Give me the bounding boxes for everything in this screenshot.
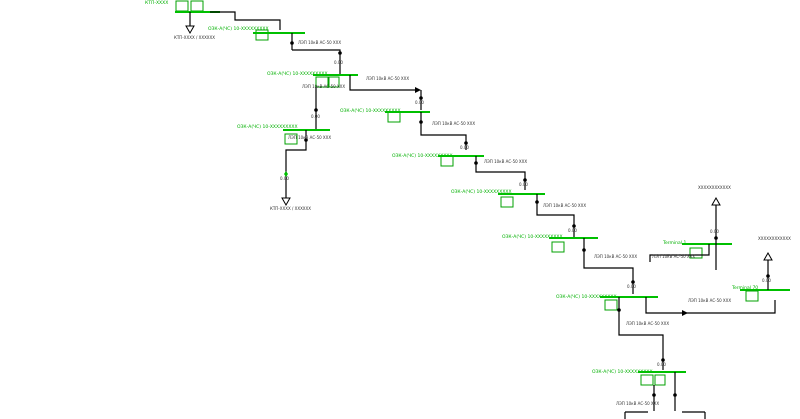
load-arrow-icon bbox=[711, 196, 721, 206]
load-label: ХХХХХХХХХХХХ bbox=[698, 185, 731, 190]
line-label: ЛЭП 10кВ АС-50 ХХХ bbox=[298, 40, 341, 45]
bus-label: ОЗК-А(ЧС) 10-ХХХХХХХХХ bbox=[556, 294, 617, 300]
source-label: КТП-ХХХХ / ХХХХХХ bbox=[174, 35, 215, 40]
transformer-box[interactable] bbox=[689, 247, 703, 259]
line-label: ЛЭП 10кВ АС-50 ХХХ bbox=[366, 76, 409, 81]
breaker-node[interactable] bbox=[338, 51, 342, 55]
node-marker-icon bbox=[284, 171, 288, 177]
source-arrow-icon bbox=[185, 25, 195, 35]
feeder-line bbox=[618, 297, 664, 370]
transformer-box[interactable] bbox=[551, 241, 565, 253]
transformer-box[interactable] bbox=[640, 374, 654, 386]
load-arrow-icon bbox=[281, 197, 291, 207]
breaker-node[interactable] bbox=[290, 41, 294, 45]
breaker-node[interactable] bbox=[673, 393, 677, 397]
transformer-box[interactable] bbox=[190, 0, 204, 12]
value-readout: 0.00 bbox=[311, 114, 320, 119]
line-label: ЛЭП 10кВ АС-50 ХХХ bbox=[288, 135, 331, 140]
transformer-box[interactable] bbox=[440, 155, 454, 167]
line-label: ЛЭП 10кВ АС-50 ХХХ bbox=[626, 321, 669, 326]
value-readout: 0.00 bbox=[568, 228, 577, 233]
value-readout: 0.00 bbox=[519, 182, 528, 187]
value-readout: 0.00 bbox=[627, 284, 636, 289]
bus-label: ОЗК-А(ЧС) 10-ХХХХХХХХХ bbox=[237, 124, 298, 130]
bus-label: ОЗК-А(ЧС) 10-ХХХХХХХХХ bbox=[267, 71, 328, 77]
feeder-line bbox=[583, 238, 634, 294]
breaker-node[interactable] bbox=[661, 358, 665, 362]
line-label: ЛЭП 10кВ АС-50 ХХХ bbox=[616, 401, 659, 406]
bus-label: ОЗК-А(ЧС) 10-ХХХХХХХХХ bbox=[392, 153, 453, 159]
value-readout: 0.00 bbox=[762, 278, 771, 283]
line-label: ЛЭП 10кВ АС-50 ХХХ bbox=[594, 254, 637, 259]
breaker-node[interactable] bbox=[535, 200, 539, 204]
terminal-label: Terminal 70 bbox=[731, 285, 758, 291]
transformer-box[interactable] bbox=[500, 196, 514, 208]
breaker-node[interactable] bbox=[419, 120, 423, 124]
feeder-line bbox=[210, 11, 281, 30]
transformer-box[interactable] bbox=[328, 76, 340, 88]
breaker-node[interactable] bbox=[582, 248, 586, 252]
arrow-icon bbox=[415, 87, 421, 93]
transformer-box[interactable] bbox=[284, 133, 298, 145]
breaker-node[interactable] bbox=[314, 108, 318, 112]
load-arrow-icon bbox=[763, 251, 773, 261]
breaker-node[interactable] bbox=[474, 161, 478, 165]
line-label: ЛЭП 10кВ АС-50 ХХХ bbox=[543, 203, 586, 208]
bus-label: ОЗК-А(ЧС) 10-ХХХХХХХХХ bbox=[208, 26, 269, 32]
transformer-box[interactable] bbox=[604, 299, 618, 311]
breaker-node[interactable] bbox=[617, 308, 621, 312]
value-readout: 0.00 bbox=[415, 100, 424, 105]
bus-label: ОЗК-А(ЧС) 10-ХХХХХХХХХ bbox=[340, 108, 401, 114]
breaker-node[interactable] bbox=[766, 274, 770, 278]
terminal-label: Terminal 1 bbox=[662, 240, 686, 246]
feeder-line bbox=[349, 75, 415, 91]
breaker-node[interactable] bbox=[652, 393, 656, 397]
value-readout: 0.00 bbox=[710, 229, 719, 234]
load-label: ХХХХХХХХХХХХ bbox=[758, 236, 791, 241]
breaker-node[interactable] bbox=[572, 224, 576, 228]
breaker-node[interactable] bbox=[523, 178, 527, 182]
bus-label: ОЗК-А(ЧС) 10-ХХХХХХХХХ bbox=[502, 234, 563, 240]
line-label: ЛЭП 10кВ АС-50 ХХХ bbox=[484, 159, 527, 164]
feeder-line bbox=[292, 49, 341, 60]
breaker-node[interactable] bbox=[631, 280, 635, 284]
transformer-box[interactable] bbox=[175, 0, 189, 12]
bus-label: ОЗК-А(ЧС) 10-ХХХХХХХХХ bbox=[592, 369, 653, 375]
breaker-node[interactable] bbox=[714, 236, 718, 240]
feeder-line bbox=[649, 244, 710, 262]
top-left-label: КТП-ХХХХ bbox=[145, 0, 168, 6]
feeder-line bbox=[645, 297, 776, 314]
value-readout: 0.00 bbox=[657, 362, 666, 367]
transformer-box[interactable] bbox=[654, 374, 666, 386]
transformer-box[interactable] bbox=[255, 29, 269, 41]
value-readout: 0.00 bbox=[280, 176, 289, 181]
value-readout: 0.00 bbox=[460, 145, 469, 150]
load-label: КТП-ХХХХ / ХХХХХХ bbox=[270, 206, 311, 211]
transformer-box[interactable] bbox=[315, 76, 329, 88]
breaker-node[interactable] bbox=[419, 96, 423, 100]
breaker-node[interactable] bbox=[464, 141, 468, 145]
breaker-node[interactable] bbox=[304, 138, 308, 142]
line-label: ЛЭП 10кВ АС-50 ХХХ bbox=[432, 121, 475, 126]
line-label: ЛЭП 10кВ АС-50 ХХХ bbox=[302, 84, 345, 89]
bus-label: ОЗК-А(ЧС) 10-ХХХХХХХХХ bbox=[451, 189, 512, 195]
line-label: ЛЭП 10кВ АС-50 ХХХ bbox=[688, 298, 731, 303]
arrow-icon bbox=[682, 310, 688, 316]
line-label: ЛЭП 10кВ АС-50 ХХХ bbox=[652, 254, 695, 259]
transformer-box[interactable] bbox=[387, 111, 401, 123]
value-readout: 0.00 bbox=[334, 60, 343, 65]
transformer-box[interactable] bbox=[745, 290, 759, 302]
